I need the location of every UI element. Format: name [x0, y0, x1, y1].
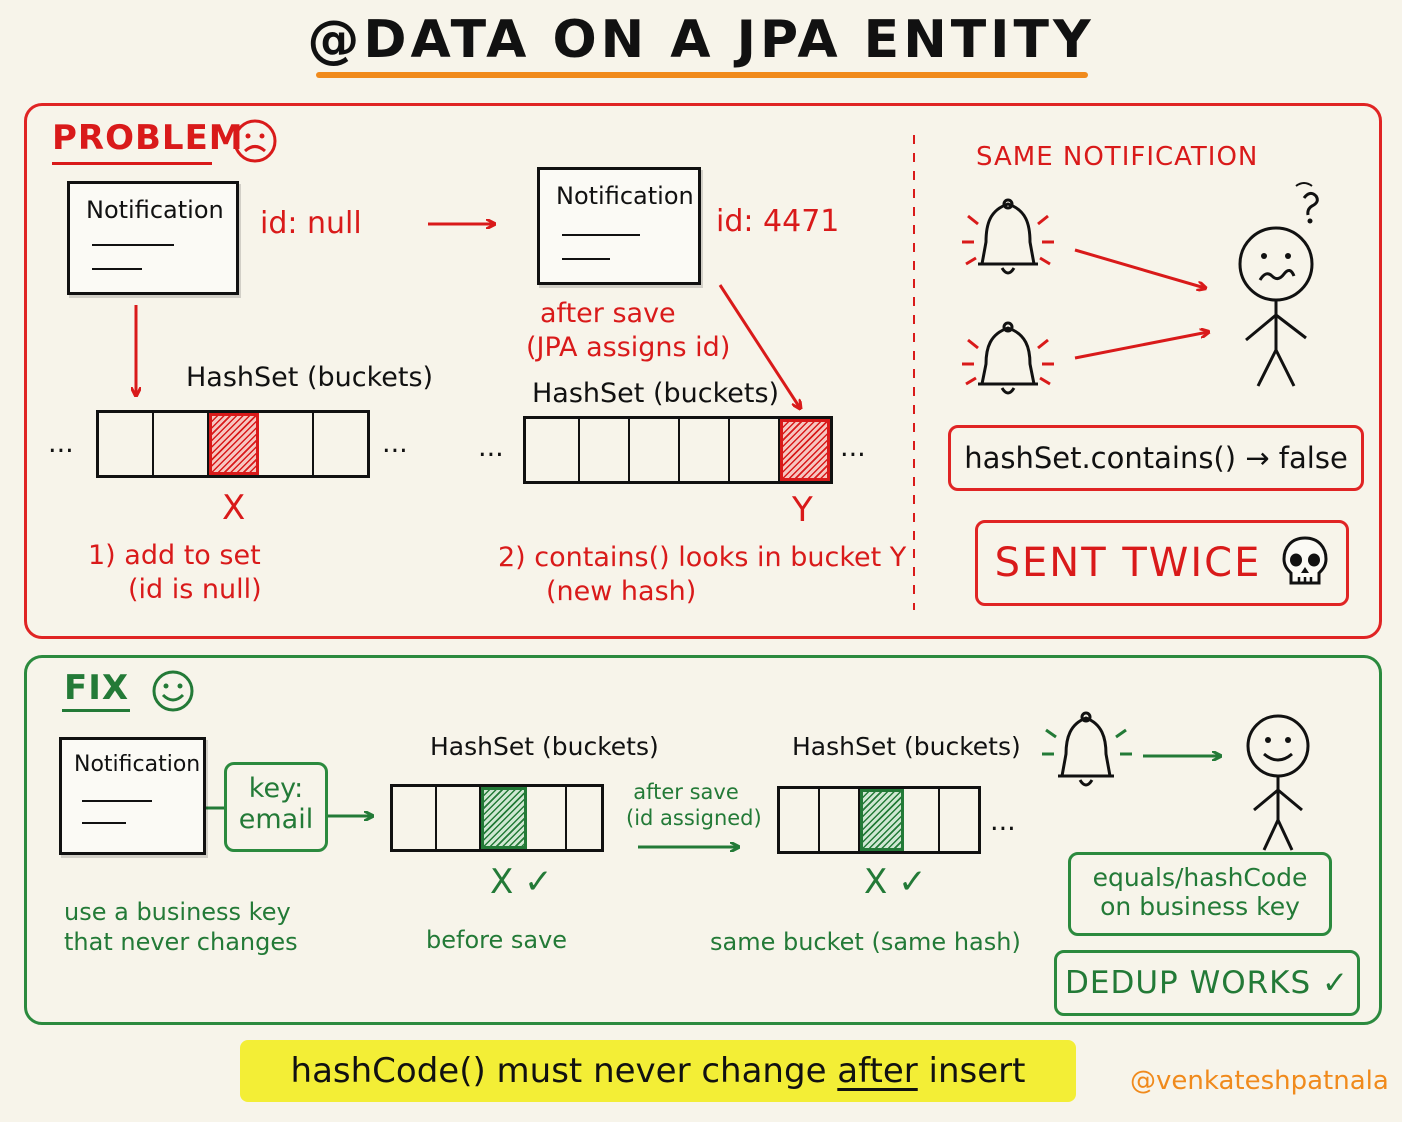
card-line [562, 234, 640, 236]
skull-icon [1282, 536, 1328, 585]
id-null-label: id: null [260, 206, 362, 241]
ellipsis: ... [990, 806, 1016, 837]
bucket [680, 419, 730, 481]
dedup-works-text: DEDUP WORKS ✓ [1065, 965, 1349, 1001]
contains-result-text: hashSet.contains() → false [964, 441, 1348, 475]
hashset-buckets-before [96, 410, 370, 478]
bucket [940, 789, 978, 851]
dedup-works-box: DEDUP WORKS ✓ [1054, 950, 1360, 1016]
hashset-label: HashSet (buckets) [792, 732, 1021, 761]
ellipsis: ... [48, 428, 74, 459]
ellipsis: ... [478, 432, 504, 463]
before-save-caption: before save [426, 926, 568, 954]
step2-line1: 2) contains() looks in bucket Y [498, 542, 907, 573]
problem-panel [24, 103, 1382, 639]
author-handle: @venkateshpatnala [1130, 1066, 1389, 1096]
hashset-label: HashSet (buckets) [186, 362, 434, 393]
problem-heading: PROBLEM [52, 118, 244, 158]
step2-line2: (new hash) [546, 576, 697, 607]
x-check-marks: X ✓ [490, 862, 553, 902]
smiley-face-icon [152, 670, 194, 712]
hashset-buckets-after [523, 416, 833, 484]
fix-heading: FIX [64, 668, 130, 708]
same-notification-label: SAME NOTIFICATION [976, 142, 1259, 172]
bucket [780, 789, 820, 851]
ellipsis: ... [840, 432, 866, 463]
bucket [393, 787, 437, 849]
id-assigned-label: (id assigned) [626, 806, 762, 830]
happy-person-icon [1246, 714, 1310, 851]
key-label: key: [248, 773, 304, 804]
page-title: @DATA ON A JPA ENTITY [307, 10, 1095, 70]
bucket-y-marker: Y [792, 490, 813, 530]
bucket [526, 419, 580, 481]
card-line [562, 258, 610, 260]
hashset-buckets-before-save [390, 784, 604, 852]
bucket [314, 413, 367, 475]
jpa-assigns-id-caption: (JPA assigns id) [526, 332, 731, 363]
key-value: email [238, 804, 314, 835]
bucket [820, 789, 860, 851]
title-underline [316, 72, 1088, 78]
same-bucket-caption: same bucket (same hash) [710, 928, 1021, 956]
bucket [527, 787, 567, 849]
bucket-highlighted [860, 789, 904, 851]
equals-hashcode-line2: on business key [1100, 892, 1300, 921]
card-line [82, 822, 126, 824]
bucket [904, 789, 940, 851]
rule-highlight: hashCode() must never change after inser… [240, 1040, 1076, 1102]
notification-card-title: Notification [74, 752, 201, 777]
sad-face-icon [233, 119, 277, 163]
after-save-caption: after save [540, 298, 676, 329]
notification-card-title: Notification [556, 182, 694, 210]
ellipsis: ... [382, 428, 408, 459]
bucket-highlighted [481, 787, 527, 849]
card-line [92, 244, 174, 246]
hashset-buckets-after-save [777, 786, 981, 854]
bucket [437, 787, 481, 849]
card-line [92, 268, 142, 270]
notification-card-title: Notification [86, 196, 224, 224]
business-key-caption-2: that never changes [64, 928, 298, 956]
bucket [630, 419, 680, 481]
step1-line2: (id is null) [128, 574, 262, 605]
equals-hashcode-box: equals/hashCode on business key [1068, 852, 1332, 936]
sent-twice-box: SENT TWICE [975, 520, 1349, 606]
fix-heading-underline [62, 709, 130, 712]
bell-icon [1042, 711, 1132, 787]
fix-panel [24, 655, 1382, 1025]
bucket [99, 413, 154, 475]
notification-card-before: Notification [67, 181, 239, 295]
confused-person-icon [1238, 182, 1319, 387]
hashset-label: HashSet (buckets) [430, 732, 659, 761]
bell-icon [962, 321, 1054, 395]
bucket-y-highlighted [780, 419, 830, 481]
bucket-x-marker: X [222, 488, 246, 528]
step1-line1: 1) add to set [88, 540, 261, 571]
bucket [730, 419, 780, 481]
rule-text-emphasis: after [837, 1051, 918, 1091]
bucket [580, 419, 630, 481]
key-email-box: key: email [224, 762, 328, 852]
rule-text-end: insert [917, 1051, 1026, 1091]
bucket [259, 413, 315, 475]
x-check-marks: X ✓ [864, 862, 927, 902]
equals-hashcode-line1: equals/hashCode [1092, 863, 1308, 892]
contains-result-box: hashSet.contains() → false [948, 425, 1364, 491]
bell-icon [962, 198, 1054, 275]
notification-card-fix: Notification [59, 737, 206, 855]
sent-twice-text: SENT TWICE [994, 540, 1262, 586]
notification-card-after: Notification [537, 167, 701, 285]
problem-heading-underline [52, 162, 212, 165]
business-key-caption-1: use a business key [64, 898, 291, 926]
bucket [154, 413, 209, 475]
card-line [82, 800, 152, 802]
rule-text-start: hashCode() must never change [290, 1051, 838, 1091]
bucket [567, 787, 601, 849]
hashset-label: HashSet (buckets) [532, 378, 780, 409]
bucket-x-highlighted [208, 413, 260, 475]
after-save-label: after save [633, 780, 739, 804]
id-4471-label: id: 4471 [716, 204, 840, 239]
